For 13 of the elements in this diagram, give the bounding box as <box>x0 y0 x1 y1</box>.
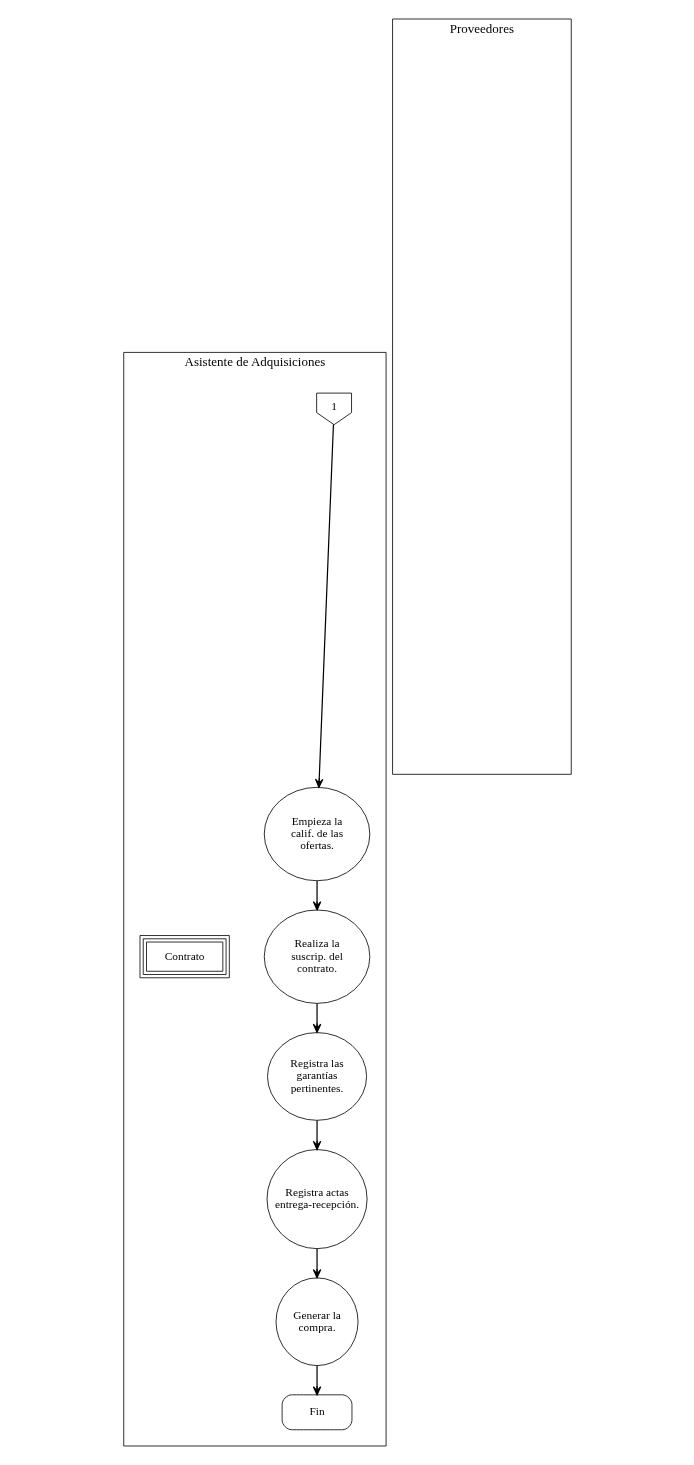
node-circle: Registra actas entrega-recepción. <box>266 1149 367 1250</box>
arrow <box>312 1002 321 1033</box>
node-box: Fin <box>281 1394 352 1431</box>
node-box: Proveedores <box>391 18 572 775</box>
arrow <box>312 1365 321 1396</box>
node-ellipse: Empieza la calif. de las ofertas. <box>263 786 370 882</box>
arrow <box>312 1120 321 1151</box>
node-circle: Generar la compra. <box>275 1277 358 1366</box>
node-ellipse: Realiza la suscrip. del contrato. <box>263 909 370 1004</box>
arrow <box>314 423 334 788</box>
arrow <box>312 1248 321 1279</box>
node-ellipse: Registra las garantías pertinentes. <box>266 1032 367 1121</box>
arrow <box>312 880 321 911</box>
